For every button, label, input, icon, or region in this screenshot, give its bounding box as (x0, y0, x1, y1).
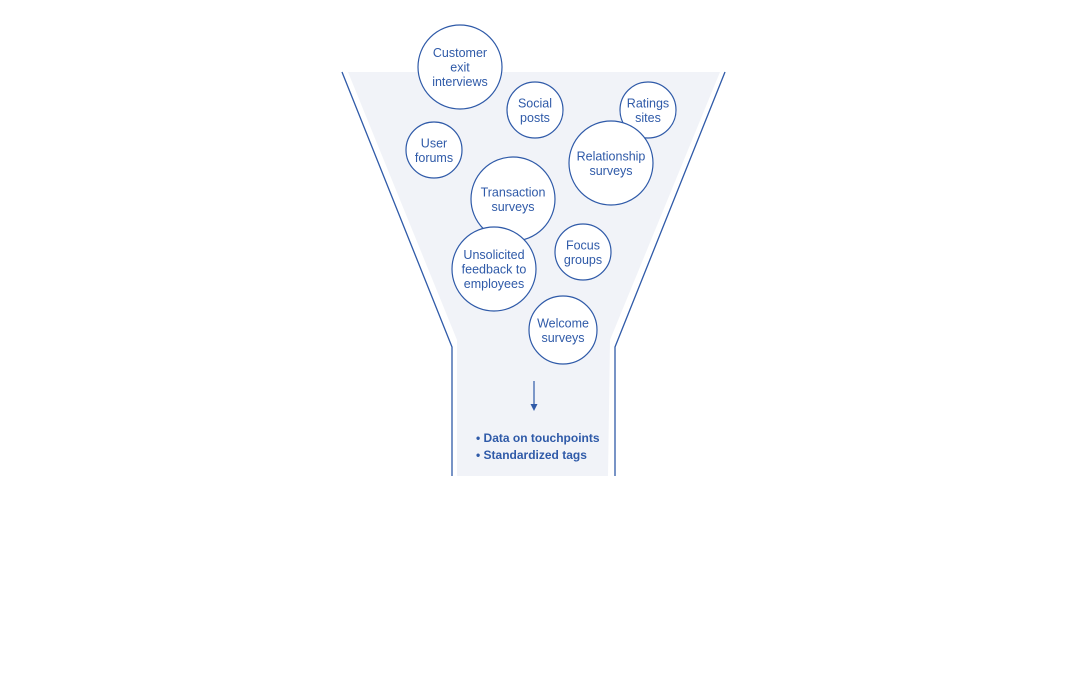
output-item: • Standardized tags (476, 448, 587, 462)
bubble-circle (554, 223, 612, 281)
bubble-label: User (421, 136, 447, 150)
source-bubbles: CustomerexitinterviewsSocialpostsRatings… (405, 24, 677, 365)
bubble-label: forums (415, 151, 453, 165)
down-arrow-icon (530, 381, 538, 411)
bubble-label: exit (450, 61, 470, 75)
bubble-label: posts (520, 111, 550, 125)
bubble-label: employees (464, 277, 524, 291)
bubble-label: surveys (589, 164, 632, 178)
bubble-label: Unsolicited (463, 248, 524, 262)
bubble-label: Welcome (537, 316, 589, 330)
bubble-label: groups (564, 253, 602, 267)
bubble-label: surveys (541, 331, 584, 345)
bubble-label: Social (518, 96, 552, 110)
bubble-circle (568, 120, 654, 206)
bubble-circle (417, 24, 503, 110)
bubble-circle (405, 121, 463, 179)
bubble-label: sites (635, 111, 661, 125)
bubble-label: Transaction (481, 185, 546, 199)
output-item: • Data on touchpoints (476, 431, 600, 445)
bubble-circle (528, 295, 598, 365)
bubble-circle (619, 81, 677, 139)
funnel-outline-left (341, 71, 453, 476)
bubble-label: Customer (433, 46, 487, 60)
bubble-label: Ratings (627, 96, 669, 110)
funnel-outline-right (614, 71, 726, 476)
bubble-label: interviews (432, 75, 488, 89)
bubble-label: Relationship (577, 149, 646, 163)
bubble-label: Focus (566, 238, 600, 252)
bubble-label: surveys (491, 200, 534, 214)
output-list: • Data on touchpoints • Standardized tag… (476, 431, 600, 462)
bubble-circle (506, 81, 564, 139)
bubble-circle (451, 226, 537, 312)
bubble-label: feedback to (462, 263, 527, 277)
